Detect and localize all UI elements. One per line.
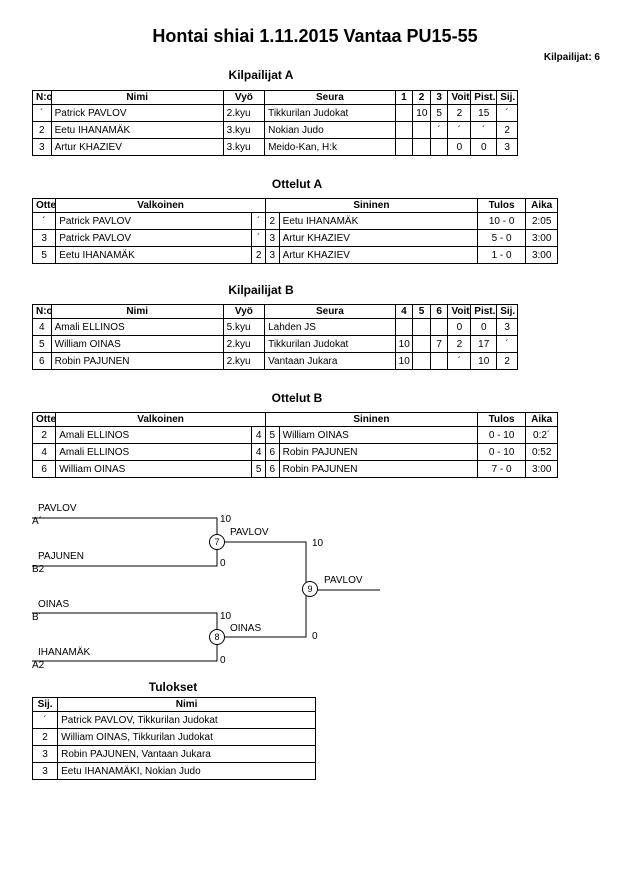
cell-rank: 3 [31,745,59,763]
bracket-line-m7-out [217,541,307,590]
pool-b-heading: Kilpailijat B [228,283,294,297]
matches-a-heading: Ottelut A [271,177,323,191]
match-8-score-bottom: 0 [220,655,226,666]
cell-blue-no: 6 [264,460,280,478]
bracket-slot2-name: PAJUNEN [38,551,84,562]
pool-b-table: N:o Nimi Vyö Seura 4 5 6 Voit. Pist. Sij… [32,304,518,370]
bracket-slot2-seed: B2 [32,564,45,575]
table-row: 6 Robin PAJUNEN 2.kyu Vantaan Jukara 10 … [32,352,518,370]
cell-white-no: 2 [251,246,266,264]
match-7-badge: 7 [209,534,225,550]
cell-belt: 2.kyu [222,352,266,370]
match-8-badge: 8 [209,629,225,645]
cell-opp: 10 [394,352,414,370]
cell-result: 7 - 0 [476,460,527,478]
match-8-winner: OINAS [230,623,262,634]
matches-a-table: Ottelu Valkoinen Sininen Tulos Aika ´ Pa… [31,198,558,264]
table-row: 2 William OINAS, Tikkurilan Judokat [31,728,316,746]
match-7-score-bottom: 0 [220,558,226,569]
cell-rank: 2 [496,121,518,139]
cell-belt: 3.kyu [222,138,266,156]
cell-match: 6 [31,460,57,478]
pool-a-heading: Kilpailijat A [228,68,294,82]
table-row: 3 Patrick PAVLOV ´ 3 Artur KHAZIEV 5 - 0… [31,229,558,247]
cell-rank: 2 [31,728,59,746]
cell-name: Eetu IHANAMÄKI, Nokian Judo [57,762,316,780]
match-9-score-bottom: 0 [312,631,318,642]
cell-wins: ´ [447,352,472,370]
table-row: 6 William OINAS 5 6 Robin PAJUNEN 7 - 0 … [31,460,558,478]
matches-b-header: Ottelu Valkoinen Sininen Tulos Aika [31,412,558,427]
match-9-winner: PAVLOV [324,575,363,586]
bracket-slot3-name: OINAS [38,599,70,610]
match-7-score-top: 10 [220,514,232,525]
cell-time: 2:05 [525,212,558,230]
table-row: 4 Amali ELLINOS 5.kyu Lahden JS 0 0 3 [32,318,518,336]
cell-white-no: 5 [251,460,266,478]
pool-b-header: N:o Nimi Vyö Seura 4 5 6 Voit. Pist. Sij… [32,304,518,319]
cell-white-name: William OINAS [55,460,253,478]
matches-b-heading: Ottelut B [271,391,323,405]
matches-b-table: Ottelu Valkoinen Sininen Tulos Aika 2 Am… [31,412,558,478]
match-9-badge: 9 [302,581,318,597]
bracket-slot1-name: PAVLOV [38,503,77,514]
cell-rank: 3 [496,138,518,156]
col-name: Nimi [57,697,316,712]
cell-name: Patrick PAVLOV, Tikkurilan Judokat [57,711,316,729]
cell-rank: 2 [496,352,518,370]
table-row: 2 Amali ELLINOS 4 5 William OINAS 0 - 10… [31,426,558,444]
match-7-winner: PAVLOV [230,527,269,538]
table-row: 3 Robin PAJUNEN, Vantaan Jukara [31,745,316,763]
pool-a-table: N:o Nimi Vyö Seura 1 2 3 Voit. Pist. Sij… [32,90,518,156]
cell-result: 1 - 0 [476,246,527,264]
table-row: 5 Eetu IHANAMÄK 2 3 Artur KHAZIEV 1 - 0 … [31,246,558,264]
results-header: Sij. Nimi [31,697,316,712]
cell-club: Meido-Kan, H:k [264,138,396,156]
cell-white-name: Eetu IHANAMÄK [55,246,253,264]
table-row: ´ Patrick PAVLOV, Tikkurilan Judokat [31,711,316,729]
table-row: 3 Eetu IHANAMÄKI, Nokian Judo [31,762,316,780]
bracket-slot3-seed: B´ [32,612,42,623]
cell-name: Robin PAJUNEN [50,352,224,370]
table-row: 3 Artur KHAZIEV 3.kyu Meido-Kan, H:k 0 0… [32,138,518,156]
match-9-score-top: 10 [312,538,324,549]
match-8-score-top: 10 [220,611,232,622]
cell-time: 3:00 [525,246,558,264]
cell-rank: ´ [31,711,59,729]
bracket-slot4-name: IHANAMÄK [38,647,91,658]
cell-opp [394,104,414,122]
table-row: 5 William OINAS 2.kyu Tikkurilan Judokat… [32,335,518,353]
cell-rank: 3 [31,762,59,780]
col-rank: Sij. [31,697,59,712]
col-rank: Sij. [496,304,518,319]
cell-points: 10 [470,352,498,370]
cell-time: 0:2´ [525,426,558,444]
cell-wins: 0 [447,138,472,156]
cell-time: 3:00 [525,460,558,478]
table-row: 2 Eetu IHANAMÄK 3.kyu Nokian Judo ´ ´ ´ … [32,121,518,139]
cell-match: 5 [31,246,57,264]
cell-name: William OINAS, Tikkurilan Judokat [57,728,316,746]
bracket-slot1-seed: A´ [32,516,42,527]
cell-points: 0 [470,138,498,156]
bracket-slot4-seed: A2 [32,660,45,671]
bracket-line-m8-out [217,590,307,638]
cell-club: Vantaan Jukara [264,352,396,370]
page-title: Hontai shiai 1.11.2015 Vantaa PU15-55 [152,26,478,46]
results-table: Sij. Nimi ´ Patrick PAVLOV, Tikkurilan J… [31,697,316,780]
cell-points: 15 [470,104,498,122]
cell-name: Robin PAJUNEN, Vantaan Jukara [57,745,316,763]
results-heading: Tulokset [148,680,198,694]
competitor-count: Kilpailijat: 6 [543,52,600,63]
